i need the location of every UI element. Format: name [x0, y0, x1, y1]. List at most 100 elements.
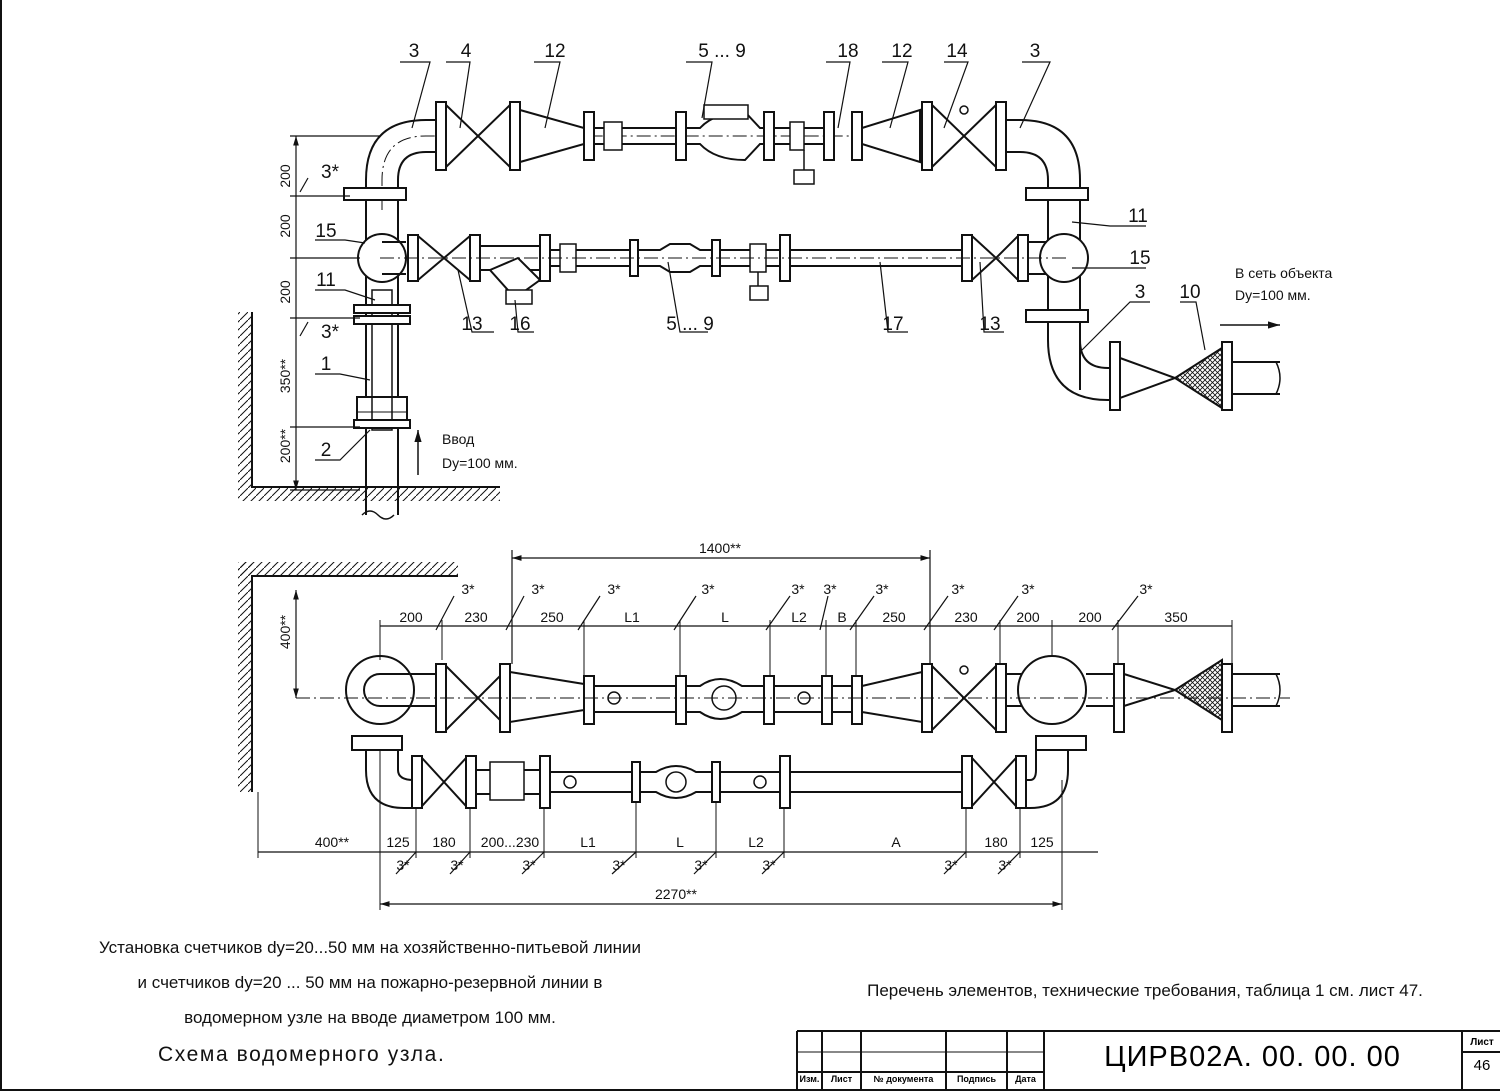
callout-label: 1 — [321, 354, 332, 375]
mark-label: 3* — [998, 857, 1012, 873]
description-line: водомерном узле на вводе диаметром 100 м… — [184, 1008, 556, 1027]
inlet-riser — [353, 210, 411, 520]
dim-label: 230 — [464, 609, 488, 625]
wall-hatch-plan — [238, 562, 458, 792]
mark-label: 3* — [461, 581, 475, 597]
drawing-description: Установка счетчиков dy=20...50 мм на хоз… — [20, 930, 720, 1035]
dim-label: 200 — [1016, 609, 1040, 625]
callout-label: 12 — [891, 41, 912, 62]
mark-label: 3* — [396, 857, 410, 873]
dim-label: 200...230 — [481, 834, 540, 850]
outlet-size: Dy=100 мм. — [1235, 287, 1311, 303]
mark-label: 3* — [694, 857, 708, 873]
fire-reserve-line — [357, 233, 1089, 305]
dim-label: L2 — [791, 609, 807, 625]
column-document: № документа — [873, 1074, 934, 1084]
dim-label: 125 — [1030, 834, 1054, 850]
mark-label: 3* — [1021, 581, 1035, 597]
dim-label: 200 — [277, 164, 293, 188]
plan-lower-line — [365, 750, 1069, 809]
callout-label: 16 — [509, 314, 530, 335]
dim-label: A — [891, 834, 901, 850]
elevation-view — [238, 61, 1281, 520]
mark-label: 3* — [531, 581, 545, 597]
callout-label: 4 — [461, 41, 472, 62]
description-line: и счетчиков dy=20 ... 50 мм на пожарно-р… — [137, 973, 603, 992]
dim-label: L1 — [580, 834, 596, 850]
dim-label: 400** — [315, 834, 350, 850]
callout-label: 14 — [946, 41, 968, 62]
plan-upper-line — [345, 655, 1281, 751]
callout-label: 12 — [544, 41, 565, 62]
plan-dimension-labels: 1400** 400** 200 230 250 L1 L L2 B 250 2… — [277, 540, 1188, 902]
dim-label: 2270** — [655, 886, 698, 902]
sheet-label: Лист — [1470, 1037, 1494, 1048]
dim-label: 350** — [277, 358, 293, 393]
callout-label: 5 ... 9 — [698, 41, 746, 62]
column-sheet: Лист — [830, 1074, 853, 1084]
dim-label: 1400** — [699, 540, 742, 556]
description-line: Установка счетчиков dy=20...50 мм на хоз… — [98, 938, 642, 957]
flow-labels: Ввод Dy=100 мм. В сеть объекта Dy=100 мм… — [442, 265, 1333, 471]
column-signature: Подпись — [956, 1074, 997, 1084]
dim-label: 200 — [1078, 609, 1102, 625]
dim-label: 250 — [540, 609, 564, 625]
dim-label: 200 — [277, 214, 293, 238]
sheet-number: 46 — [1473, 1057, 1491, 1074]
dim-label: 180 — [984, 834, 1008, 850]
mark-label: 3* — [522, 857, 536, 873]
plan-dimensions — [257, 550, 1233, 910]
dim-label: L — [721, 609, 729, 625]
mark-label: 3* — [875, 581, 889, 597]
callout-label: 13 — [461, 314, 482, 335]
mark-label: 3* — [450, 857, 464, 873]
mark-label: 3* — [701, 581, 715, 597]
plan-view — [238, 550, 1290, 910]
callout-label: 3* — [321, 162, 340, 183]
callout-label: 15 — [1129, 248, 1150, 269]
callout-label: 17 — [882, 314, 903, 335]
callout-label: 15 — [315, 221, 336, 242]
inlet-label: Ввод — [442, 431, 474, 447]
column-revision: Изм. — [799, 1074, 820, 1084]
callout-label: 3 — [409, 41, 420, 62]
vertical-dimension-labels: 200 200 200 350** 200** — [277, 164, 293, 463]
mark-label: 3* — [791, 581, 805, 597]
reference-note: Перечень элементов, технические требован… — [867, 981, 1423, 1000]
title-block — [796, 1030, 1500, 1091]
callout-label: 2 — [321, 440, 332, 461]
callout-label: 3 — [1135, 282, 1146, 303]
callout-label: 11 — [1128, 206, 1148, 227]
elevation-labels: 3 4 12 5 ... 9 18 12 14 3 3* 15 11 3* 1 … — [315, 41, 1200, 461]
mark-label: 3* — [612, 857, 626, 873]
callout-label: 3 — [1030, 41, 1041, 62]
mark-label: 3* — [944, 857, 958, 873]
dim-label: L2 — [748, 834, 764, 850]
inlet-size: Dy=100 мм. — [442, 455, 518, 471]
dim-label: 125 — [386, 834, 410, 850]
callout-label: 3* — [321, 322, 340, 343]
mark-label: 3* — [1139, 581, 1153, 597]
household-line — [343, 101, 1089, 390]
callout-label: 18 — [837, 41, 858, 62]
dim-label: 400** — [277, 614, 293, 649]
dim-label: L1 — [624, 609, 640, 625]
mark-label: 3* — [951, 581, 965, 597]
dim-label: 230 — [954, 609, 978, 625]
outlet-label: В сеть объекта — [1235, 265, 1333, 281]
dim-label: 200** — [277, 428, 293, 463]
dim-label: L — [676, 834, 684, 850]
callout-leaders — [299, 61, 1206, 461]
mark-label: 3* — [607, 581, 621, 597]
callout-label: 10 — [1179, 282, 1200, 303]
mark-label: 3* — [762, 857, 776, 873]
callout-label: 5 ... 9 — [666, 314, 714, 335]
mark-label: 3* — [823, 581, 837, 597]
vertical-dimension-chain — [290, 135, 380, 491]
document-number: ЦИРВ02А. 00. 00. 00 — [1104, 1041, 1401, 1073]
callout-label: 13 — [979, 314, 1000, 335]
dim-label: B — [837, 609, 846, 625]
dim-label: 180 — [432, 834, 456, 850]
